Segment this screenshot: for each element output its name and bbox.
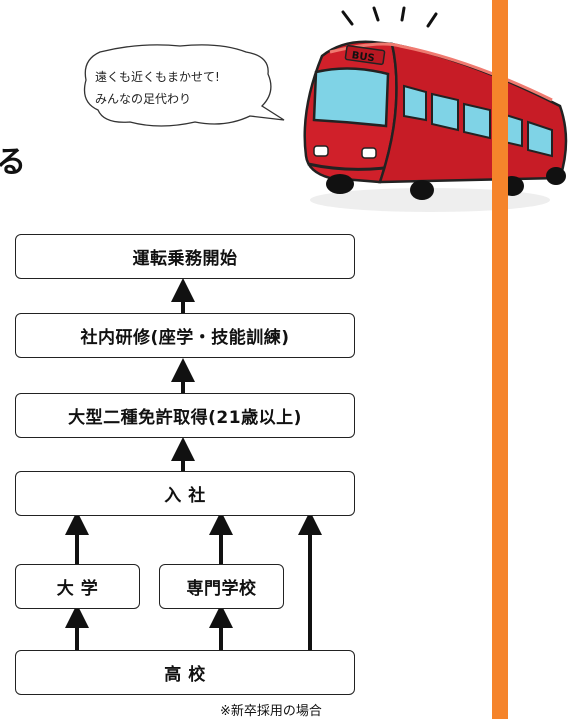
box-university: 大 学 bbox=[15, 564, 140, 609]
caption-new-graduate: ※新卒採用の場合 bbox=[220, 704, 322, 719]
orange-divider-bar bbox=[492, 0, 508, 719]
box-highschool: 高 校 bbox=[15, 650, 355, 695]
box-highschool-label: 高 校 bbox=[164, 665, 206, 685]
bus-sign: BUS bbox=[351, 50, 375, 64]
bus-illustration: BUS bbox=[83, 6, 568, 212]
box-vocational-label: 専門学校 bbox=[186, 579, 257, 599]
box-license: 大型二種免許取得(21歳以上) bbox=[15, 393, 355, 438]
box-training: 社内研修(座学・技能訓練) bbox=[15, 313, 355, 358]
box-training-label: 社内研修(座学・技能訓練) bbox=[80, 328, 290, 348]
box-university-label: 大 学 bbox=[56, 579, 99, 599]
speech-bubble-text: 遠くも近くもまかせて! みんなの足代わり bbox=[95, 66, 220, 110]
box-license-label: 大型二種免許取得(21歳以上) bbox=[68, 408, 302, 428]
speech-line-1: 遠くも近くもまかせて! bbox=[95, 70, 220, 84]
box-start-driving-label: 運転乗務開始 bbox=[132, 249, 238, 269]
box-vocational: 専門学校 bbox=[159, 564, 284, 609]
speech-bubble bbox=[83, 44, 285, 127]
box-join-label: 入 社 bbox=[164, 486, 206, 506]
bus-windshield bbox=[312, 67, 390, 128]
heading-fragment: る bbox=[0, 145, 26, 180]
box-join: 入 社 bbox=[15, 471, 355, 516]
box-start-driving: 運転乗務開始 bbox=[15, 234, 355, 279]
speech-line-2: みんなの足代わり bbox=[95, 92, 192, 106]
